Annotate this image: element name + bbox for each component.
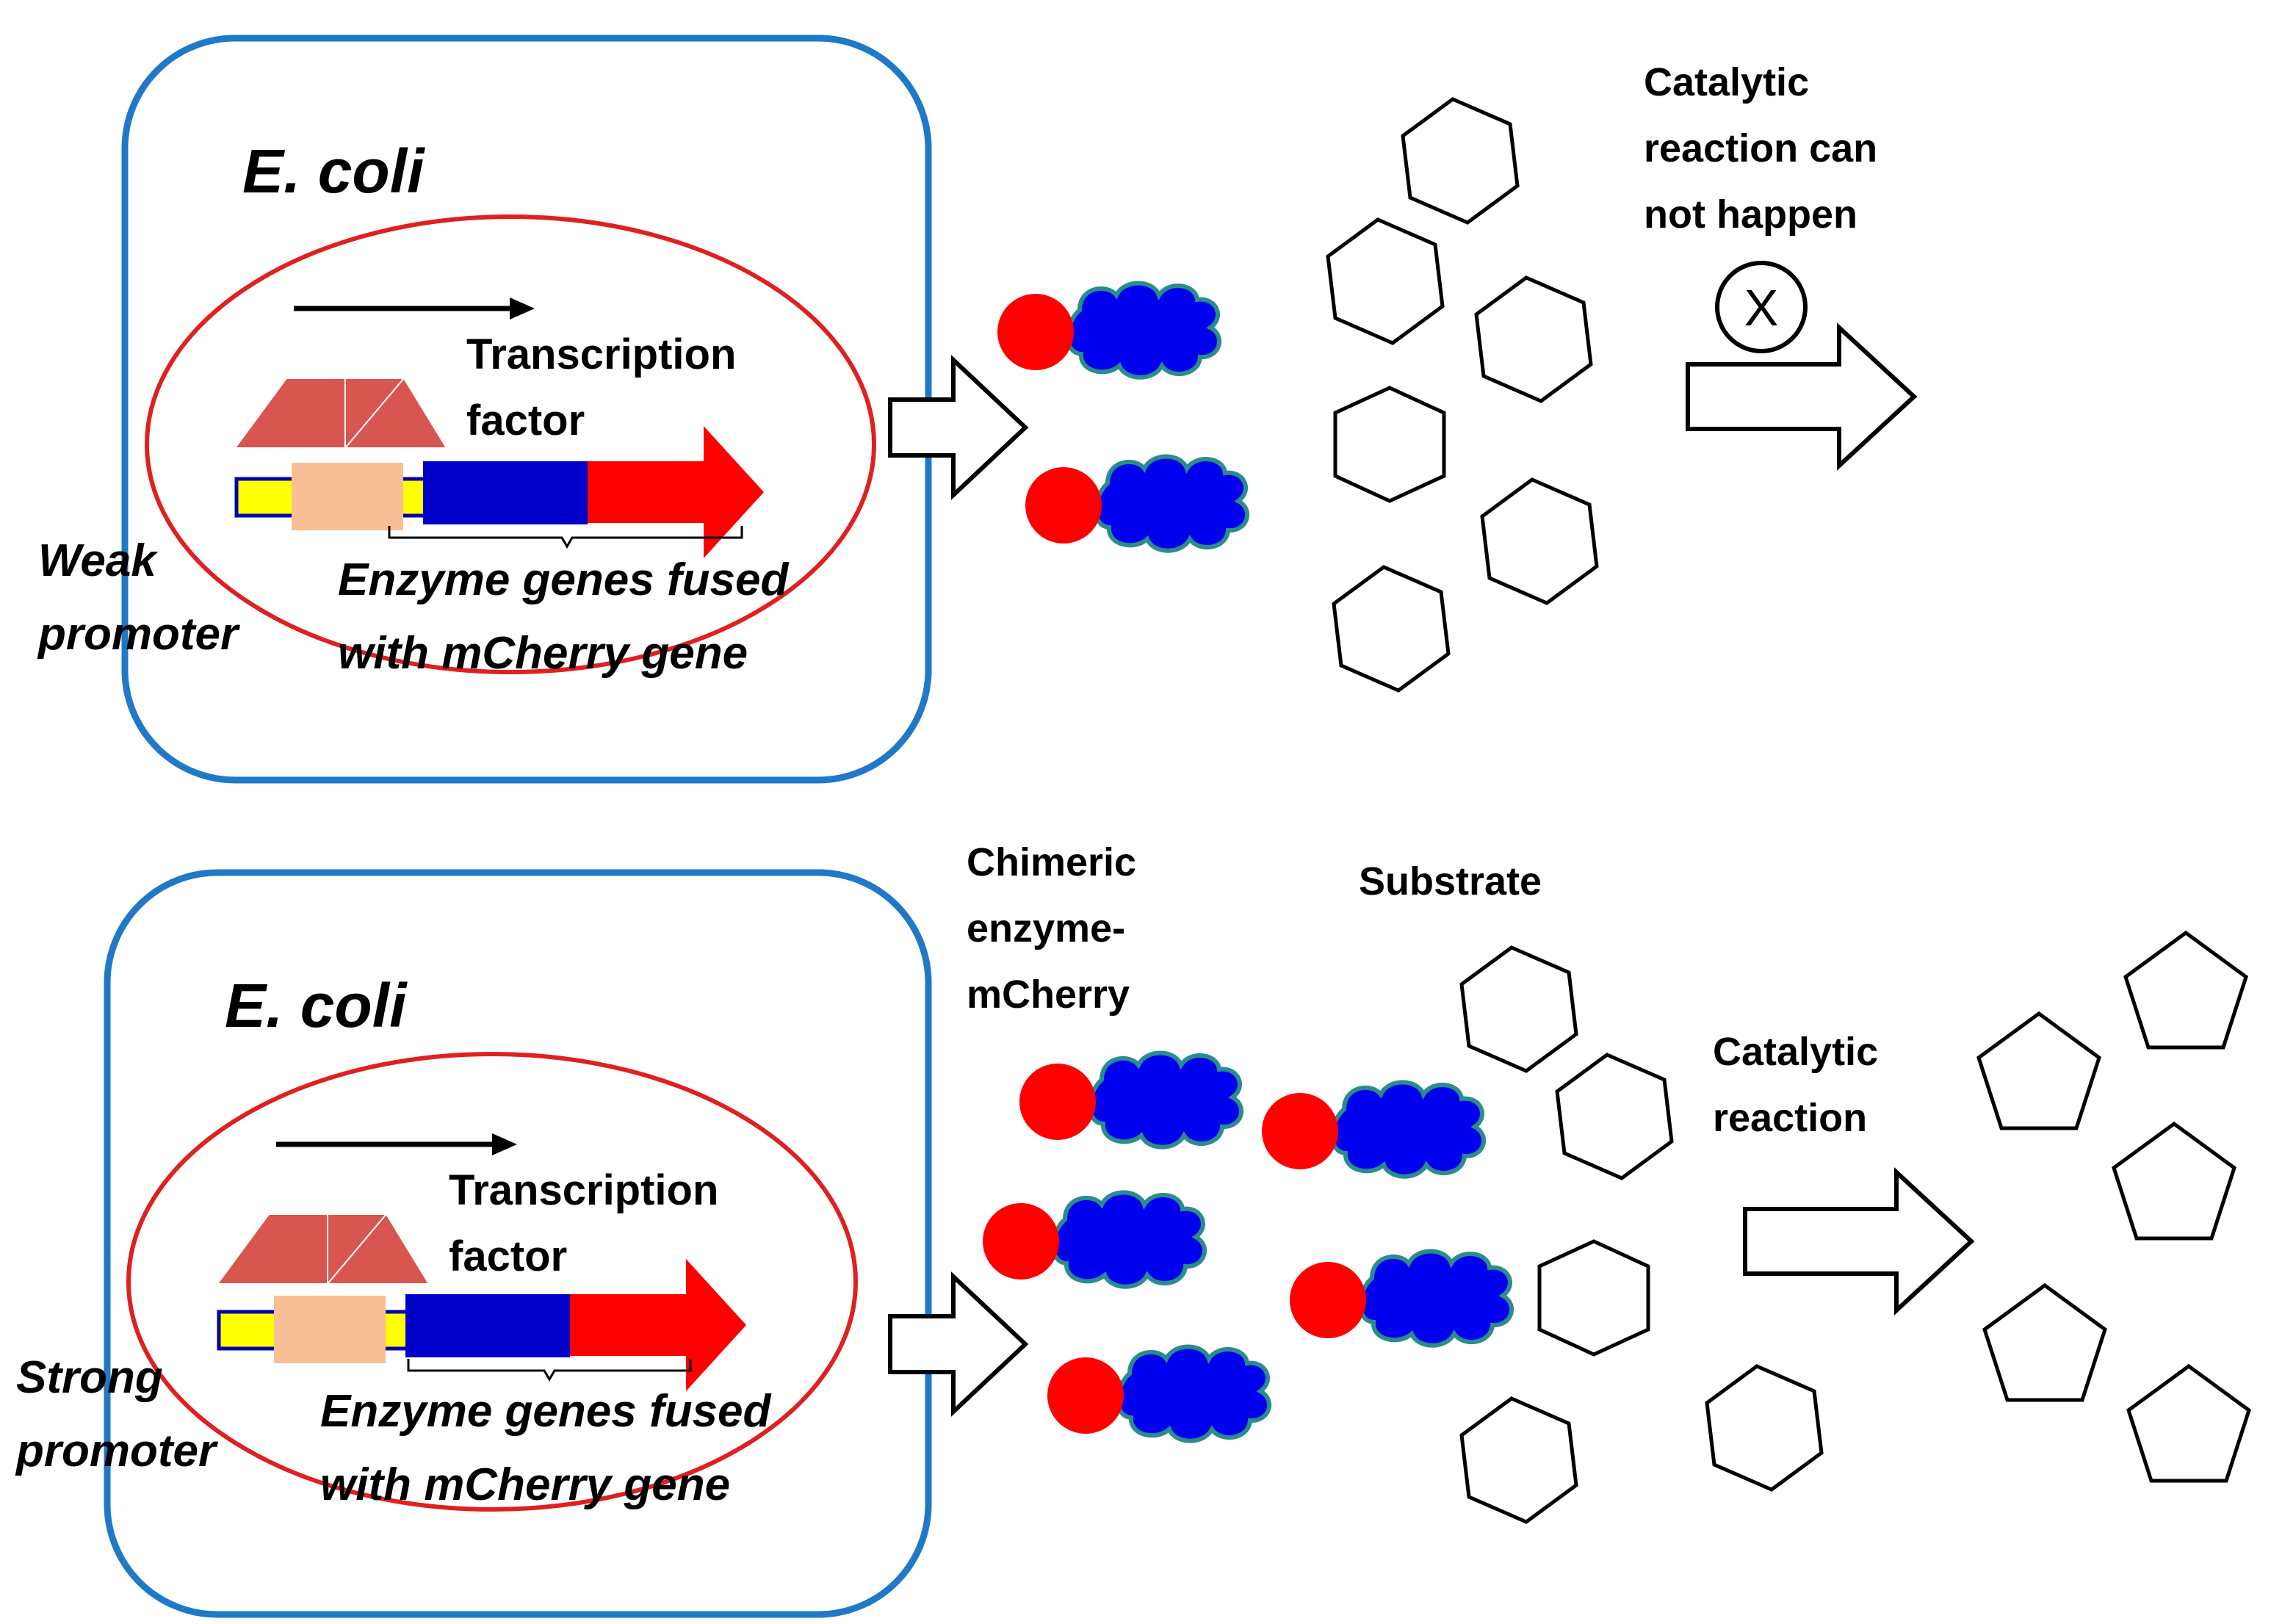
chimeric-label-line2: enzyme- [967,906,1125,950]
bottom-promoter-label-line2: promoter [15,1426,218,1476]
top-promoter-box [292,463,403,530]
bottom-transcription-arrow [276,1133,517,1155]
chimeric-enzyme [1047,1347,1269,1441]
chimeric-enzyme [997,284,1219,378]
products [1976,930,2251,1483]
chimeric-enzyme [1290,1252,1512,1346]
substrate-hexagon [1333,386,1446,503]
bottom-reaction-label-line2: reaction [1713,1096,1867,1140]
top-panel: E. coli Transcription factor Weak promot… [37,35,1918,784]
bottom-genes-label-line2: with mCherry gene [320,1459,730,1510]
bottom-tf-label-line1: Transcription [449,1166,718,1214]
product-pentagon [2123,930,2248,1050]
bottom-chimeric-enzymes [983,1053,1512,1441]
bottom-cell-boundary [104,869,932,1618]
blocked-reaction-mark: X [1744,279,1779,336]
substrate-hexagon [1705,1364,1824,1492]
top-transcription-arrow [294,297,535,320]
substrate-label: Substrate [1359,859,1542,903]
chimeric-enzyme [1019,1053,1241,1147]
bottom-promoter-box [274,1296,386,1363]
bottom-genes-label-line1: Enzyme genes fused [320,1386,771,1437]
bottom-mcherry-gene-arrow [570,1259,746,1391]
bottom-genes-bracket [407,1359,692,1382]
top-reaction-arrow [1686,322,1918,471]
chimeric-enzyme [1025,457,1247,551]
top-chimeric-enzymes [997,284,1247,551]
substrate-hexagon [1537,1239,1650,1357]
product-pentagon [2112,1121,2236,1241]
top-reaction-label-line2: reaction can [1644,126,1877,170]
chimeric-label-line1: Chimeric [967,840,1136,884]
top-promoter-label-line2: promoter [37,609,240,660]
bottom-tf-label-line2: factor [449,1233,567,1280]
top-expression-arrow [888,355,1029,500]
substrate-hexagon [1474,275,1593,403]
product-pentagon [1982,1282,2107,1402]
product-pentagon [2126,1363,2251,1483]
top-promoter-label-line1: Weak [38,535,159,586]
top-organism-label: E. coli [242,137,425,206]
substrate-hexagon [1459,1396,1578,1524]
substrate-hexagon [1326,217,1445,345]
substrate-hexagon [1480,477,1599,605]
bottom-expression-arrow [888,1271,1029,1417]
chimeric-enzyme [1262,1083,1484,1177]
substrate-hexagon [1332,565,1451,693]
substrate-hexagon [1555,1053,1674,1180]
top-plasmid [145,214,876,674]
top-tf-label-line2: factor [466,397,585,444]
substrate-hexagon [1401,97,1520,225]
top-genes-label-line1: Enzyme genes fused [338,555,789,605]
top-substrates [1326,97,1599,693]
top-gene-construct [234,426,764,558]
bottom-transcription-factor [216,1213,430,1286]
top-genes-bracket [388,526,743,549]
product-pentagon [1976,1011,2101,1130]
blocked-reaction-circle [1715,261,1808,353]
bottom-reaction-label-line1: Catalytic [1713,1030,1878,1074]
chimeric-enzyme [983,1193,1205,1287]
bottom-reaction-arrow [1743,1167,1975,1316]
bottom-gene-construct [217,1259,746,1391]
bottom-enzyme-gene [405,1294,570,1357]
substrate-hexagon [1459,945,1578,1073]
bottom-organism-label: E. coli [225,971,408,1040]
bottom-promoter-label-line1: Strong [16,1352,163,1403]
top-tf-label-line1: Transcription [466,331,736,378]
bottom-substrates [1459,945,1824,1524]
top-enzyme-gene [423,461,588,524]
top-genes-label-line2: with mCherry gene [338,628,748,679]
top-transcription-factor [234,377,448,450]
chimeric-label-line3: mCherry [967,972,1130,1017]
top-reaction-label-line1: Catalytic [1644,60,1809,104]
bottom-panel: E. coli Transcription factor Strong prom… [15,840,2251,1618]
bottom-plasmid [126,1052,858,1512]
top-mcherry-gene-arrow [588,426,764,558]
top-reaction-label-line3: not happen [1644,192,1857,237]
